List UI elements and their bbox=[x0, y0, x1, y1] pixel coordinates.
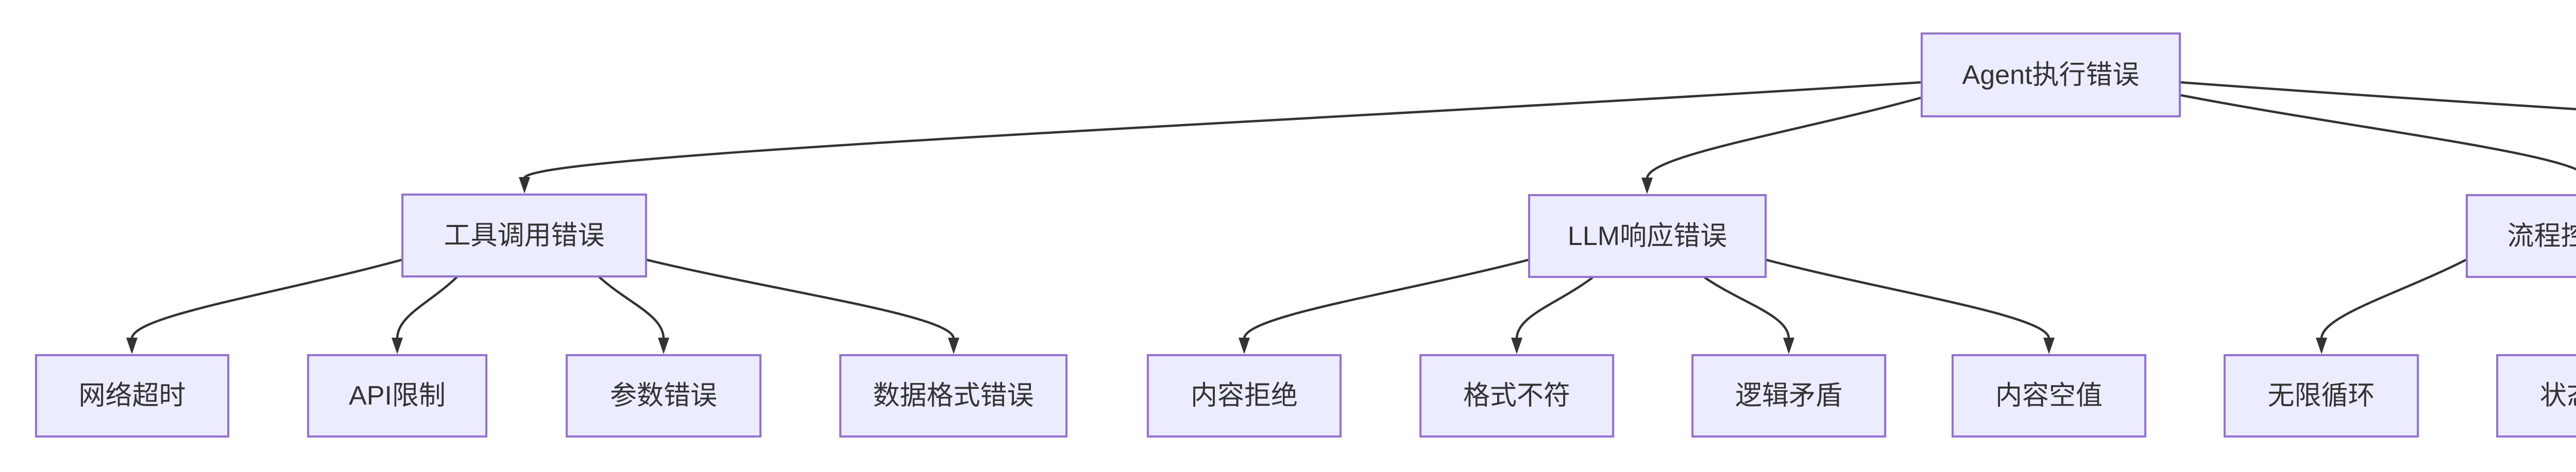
edge-root-llm bbox=[1646, 96, 1922, 180]
node-content_empty: 内容空值 bbox=[1952, 354, 2146, 438]
node-infinite_loop: 无限循环 bbox=[2224, 354, 2419, 438]
edge-tool-param_err bbox=[598, 276, 665, 340]
node-state_deadlock: 状态死锁 bbox=[2496, 354, 2576, 438]
node-root: Agent执行错误 bbox=[1921, 32, 2181, 117]
edge-root-res bbox=[2179, 81, 2576, 111]
node-api_limit: API限制 bbox=[307, 354, 487, 438]
node-param_err: 参数错误 bbox=[566, 354, 761, 438]
arrowhead-tool bbox=[519, 177, 530, 194]
edge-root-flow bbox=[2179, 94, 2576, 171]
arrowhead-logic_conflict bbox=[1783, 338, 1794, 354]
edge-flow-infinite_loop bbox=[2320, 258, 2467, 340]
arrowhead-llm bbox=[1641, 178, 1653, 194]
arrowhead-param_err bbox=[658, 338, 669, 354]
edge-tool-api_limit bbox=[396, 276, 458, 340]
node-llm: LLM响应错误 bbox=[1528, 194, 1767, 278]
arrowhead-api_limit bbox=[392, 338, 403, 354]
arrowhead-infinite_loop bbox=[2316, 338, 2327, 354]
node-flow: 流程控制错误 bbox=[2466, 194, 2576, 278]
arrowhead-format_mismatch bbox=[1511, 338, 1522, 354]
edge-llm-content_empty bbox=[1765, 258, 2050, 340]
node-net_timeout: 网络超时 bbox=[35, 354, 229, 438]
node-content_reject: 内容拒绝 bbox=[1147, 354, 1342, 438]
arrowhead-net_timeout bbox=[126, 338, 138, 354]
node-format_mismatch: 格式不符 bbox=[1419, 354, 1614, 438]
edge-llm-content_reject bbox=[1243, 258, 1530, 340]
arrowhead-data_format_err bbox=[948, 338, 959, 354]
arrowhead-content_empty bbox=[2043, 338, 2055, 354]
edge-tool-data_format_err bbox=[646, 258, 955, 340]
edge-root-tool bbox=[523, 81, 1922, 180]
node-logic_conflict: 逻辑矛盾 bbox=[1691, 354, 1886, 438]
node-tool: 工具调用错误 bbox=[401, 194, 647, 277]
arrowhead-content_reject bbox=[1239, 338, 1250, 354]
node-data_format_err: 数据格式错误 bbox=[839, 354, 1067, 438]
edge-llm-format_mismatch bbox=[1515, 276, 1594, 340]
edge-llm-logic_conflict bbox=[1704, 276, 1790, 340]
edge-tool-net_timeout bbox=[130, 258, 403, 340]
